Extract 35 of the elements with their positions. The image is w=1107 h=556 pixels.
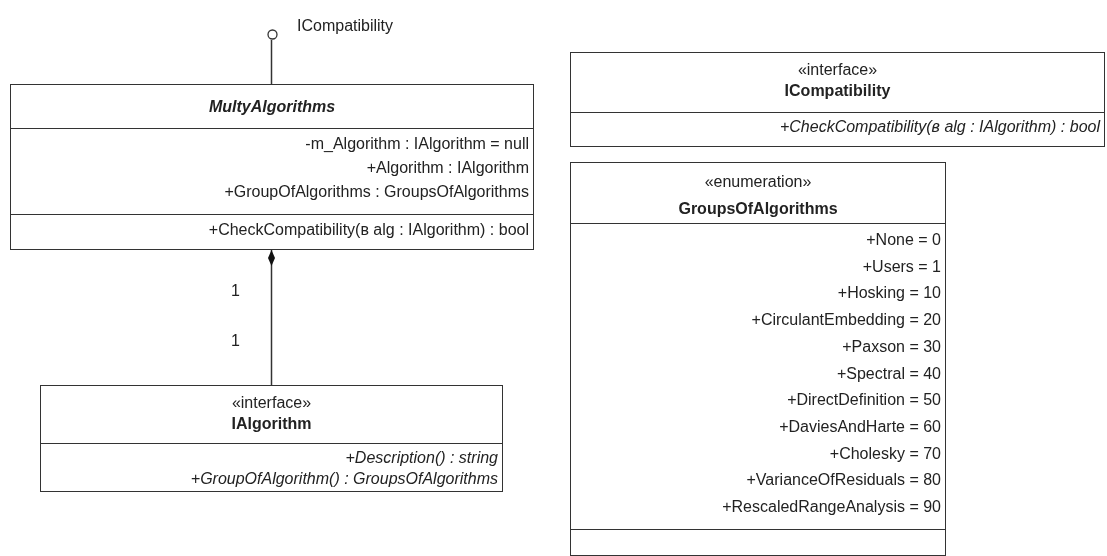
class-name: ICompatibility bbox=[784, 81, 891, 101]
operation-text: +GroupOfAlgorithm() : GroupsOfAlgorithms bbox=[190, 469, 498, 489]
class-name: GroupsOfAlgorithms bbox=[678, 198, 838, 219]
uml-class-box bbox=[40, 385, 503, 492]
member-text: +None = 0 bbox=[866, 230, 941, 250]
multiplicity-label: 1 bbox=[231, 282, 240, 300]
stereotype-label: «interface» bbox=[231, 393, 312, 413]
member-text: +VarianceOfResiduals = 80 bbox=[746, 470, 941, 491]
uml-class-box bbox=[10, 84, 534, 250]
member-text: +DirectDefinition = 50 bbox=[787, 390, 941, 411]
class-name: MultyAlgorithms bbox=[208, 97, 336, 117]
operation-text: +Description() : string bbox=[345, 448, 498, 468]
composition-connector bbox=[268, 249, 275, 386]
stereotype-label: «enumeration» bbox=[704, 172, 812, 192]
interface-connector bbox=[270, 39, 273, 85]
multiplicity-label: 1 bbox=[231, 332, 240, 350]
class-name: IAlgorithm bbox=[231, 414, 312, 434]
member-text: +DaviesAndHarte = 60 bbox=[779, 416, 941, 437]
uml-class-box bbox=[570, 52, 1105, 147]
uml-class-box bbox=[570, 162, 946, 556]
member-text: +Cholesky = 70 bbox=[829, 443, 941, 464]
interface-lollipop-circle bbox=[267, 29, 278, 40]
member-text: +CheckCompatibility(в alg : IAlgorithm) : bool bbox=[208, 220, 529, 240]
member-text: +Spectral = 40 bbox=[836, 363, 941, 384]
interface-name-label: ICompatibility bbox=[297, 17, 394, 35]
member-text: +RescaledRangeAnalysis = 90 bbox=[722, 497, 941, 518]
member-text: +GroupOfAlgorithms : GroupsOfAlgorithms bbox=[224, 182, 529, 202]
member-text: -m_Algorithm : IAlgorithm = null bbox=[305, 134, 529, 154]
member-text: +CirculantEmbedding = 20 bbox=[751, 310, 941, 331]
member-text: +Users = 1 bbox=[862, 256, 941, 277]
operation-text: +CheckCompatibility(в alg : IAlgorithm) : bool bbox=[779, 117, 1100, 137]
member-text: +Paxson = 30 bbox=[842, 336, 941, 357]
stereotype-label: «interface» bbox=[797, 60, 878, 80]
member-text: +Hosking = 10 bbox=[837, 283, 941, 304]
member-text: +Algorithm : IAlgorithm bbox=[366, 158, 529, 178]
